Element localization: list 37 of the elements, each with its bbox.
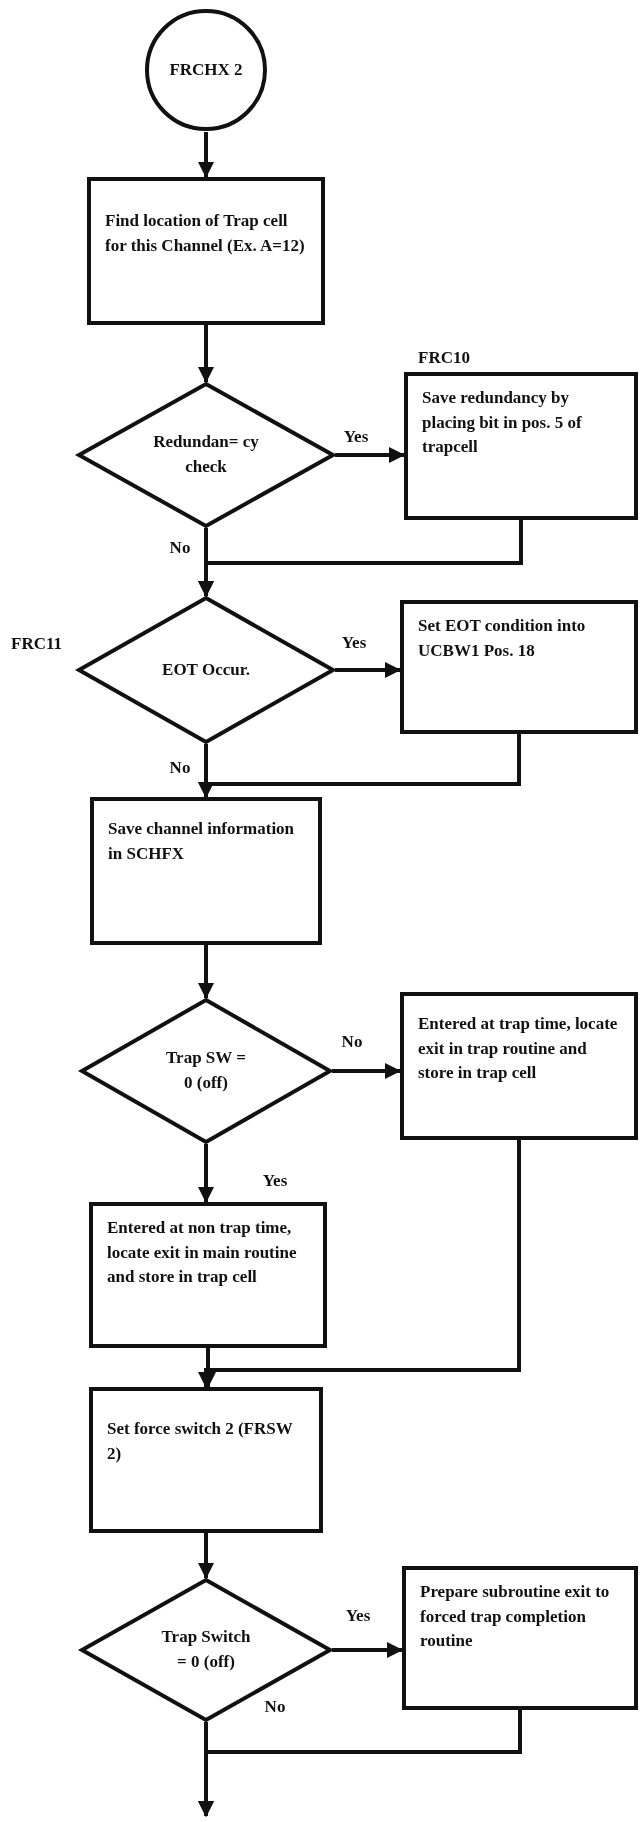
node-text: Trap Switch = 0 (off) bbox=[160, 1626, 252, 1673]
flow-arrow bbox=[198, 945, 214, 999]
flow-arrow bbox=[198, 1140, 521, 1388]
process-box bbox=[89, 1202, 327, 1348]
node-text: Set force switch 2 (FRSW 2) bbox=[107, 1418, 294, 1465]
node-text: Redundan= cy check bbox=[152, 431, 260, 478]
node-text: Set EOT condition into UCBW1 Pos. 18 bbox=[418, 615, 587, 662]
flow-arrow bbox=[198, 1533, 214, 1579]
flow-arrow bbox=[332, 1642, 403, 1658]
process-box bbox=[90, 797, 322, 945]
node-text: Trap SW = 0 (off) bbox=[165, 1047, 247, 1094]
decision-diamond bbox=[77, 382, 335, 528]
step-label: FRC11 bbox=[11, 633, 62, 655]
node-text: Find location of Trap cell for this Channel (Ex. A=12) bbox=[105, 210, 306, 257]
flow-arrow bbox=[198, 132, 214, 178]
node-text: Entered at trap time, locate exit in trap routine and store in trap cell bbox=[418, 1013, 619, 1085]
flow-arrow bbox=[332, 1063, 401, 1079]
node-text: Save channel information in SCHFX bbox=[108, 818, 296, 865]
flow-arrow bbox=[198, 325, 214, 383]
node-text: Save redundancy by placing bit in pos. 5 of trapcell bbox=[422, 387, 583, 459]
process-box bbox=[400, 992, 638, 1140]
decision-diamond bbox=[80, 1578, 332, 1722]
flow-arrow bbox=[335, 447, 405, 463]
flow-arrow bbox=[198, 1710, 522, 1817]
node-text: FRCHX 2 bbox=[169, 58, 243, 81]
process-box bbox=[400, 600, 638, 734]
process-box bbox=[402, 1566, 638, 1710]
start-connector-circle bbox=[145, 8, 267, 132]
decision-diamond bbox=[80, 998, 332, 1144]
node-text: Entered at non trap time, locate exit in main routine and store in trap cell bbox=[107, 1217, 298, 1289]
node-text: Prepare subroutine exit to forced trap completion routine bbox=[420, 1581, 611, 1653]
step-label: FRC10 bbox=[418, 347, 470, 369]
process-box bbox=[87, 177, 325, 325]
flow-arrow bbox=[335, 662, 401, 678]
node-text: EOT Occur. bbox=[161, 658, 251, 681]
flow-arrow bbox=[198, 1144, 214, 1203]
process-box bbox=[89, 1387, 323, 1533]
